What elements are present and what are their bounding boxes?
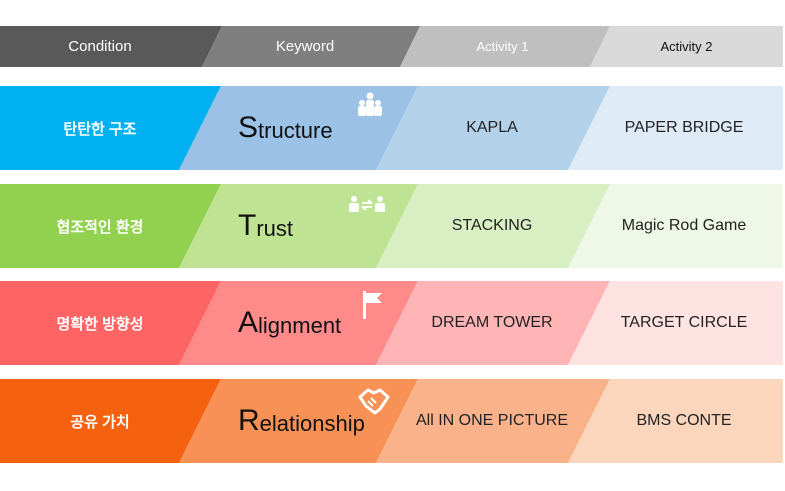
activity1-label: KAPLA	[466, 119, 518, 136]
activity1-cell-bg	[376, 281, 610, 365]
row-background	[0, 379, 783, 463]
keyword-initial: R	[238, 404, 260, 437]
condition-cell-bg	[0, 379, 221, 463]
keyword-cell-bg	[179, 379, 418, 463]
condition-cell-bg	[0, 86, 221, 170]
condition-label: 탄탄한 구조	[63, 120, 137, 138]
activity2-label: PAPER BRIDGE	[624, 119, 744, 136]
header-cell-bg	[202, 26, 420, 67]
activity1-cell-bg	[376, 184, 610, 268]
keyword-cell-bg	[179, 86, 418, 170]
condition-cell-bg	[0, 184, 221, 268]
row-background	[0, 86, 783, 170]
condition-cell-bg	[0, 281, 221, 365]
header-row: Condition Keyword Activity 1 Activity 2	[0, 26, 783, 67]
keyword-rest: rust	[256, 216, 294, 241]
activity2-cell-bg	[568, 281, 783, 365]
row-background	[0, 184, 783, 268]
keyword-initial: T	[238, 209, 257, 242]
condition-label: 협조적인 환경	[56, 218, 144, 236]
activity1-cell-bg	[376, 379, 610, 463]
header-activity-2: Activity 2	[660, 39, 713, 54]
activity2-cell-bg	[568, 86, 783, 170]
keyword-cell-bg	[179, 281, 418, 365]
keyword-rest: tructure	[258, 118, 333, 143]
condition-label: 명확한 방향성	[56, 315, 144, 333]
header-condition: Condition	[68, 38, 132, 55]
keyword-initial: A	[238, 306, 259, 339]
activity2-label: TARGET CIRCLE	[620, 314, 748, 331]
activity2-label: BMS CONTE	[636, 412, 732, 429]
header-cell-bg	[400, 26, 610, 67]
keyword-initial: S	[238, 111, 259, 144]
activity1-label: All IN ONE PICTURE	[415, 412, 568, 429]
activity1-label: DREAM TOWER	[431, 314, 553, 331]
activity1-cell-bg	[376, 86, 610, 170]
header-activity-1: Activity 1	[476, 39, 529, 54]
keyword-rest: lignment	[258, 313, 342, 338]
header-cell-bg	[590, 26, 783, 67]
activity2-cell-bg	[568, 379, 783, 463]
activity2-label: Magic Rod Game	[621, 217, 747, 234]
header-cell-bg	[0, 26, 222, 67]
activity1-label: STACKING	[451, 217, 533, 234]
activity2-cell-bg	[568, 184, 783, 268]
row-background	[0, 281, 783, 365]
keyword-rest: elationship	[259, 411, 365, 436]
condition-label: 공유 가치	[70, 413, 130, 431]
header-keyword: Keyword	[275, 38, 335, 55]
header-background	[0, 26, 783, 67]
